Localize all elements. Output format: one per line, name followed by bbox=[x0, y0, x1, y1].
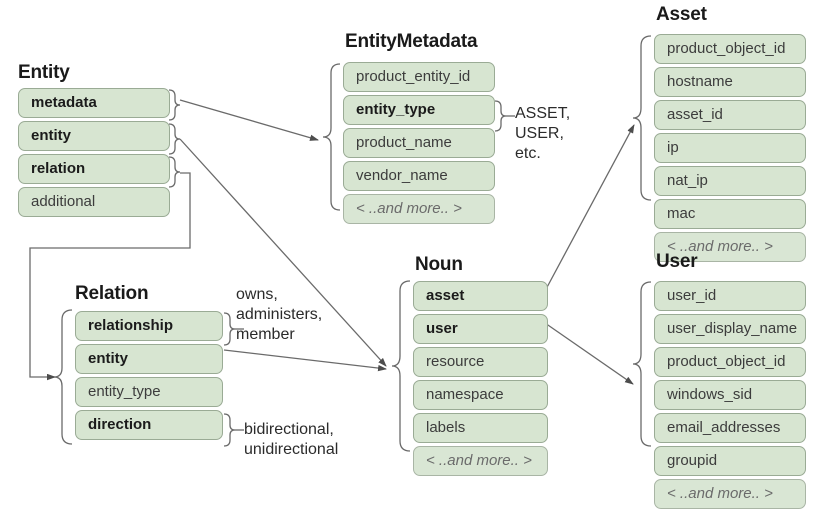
bracket-entity-type-values bbox=[494, 100, 507, 132]
field-asset-asset-id[interactable]: asset_id bbox=[654, 100, 806, 130]
annotation-relationship-line-2: administers, bbox=[236, 306, 323, 323]
row-list-entity-metadata: product_entity_id entity_type product_na… bbox=[343, 62, 495, 227]
bracket-entity-relation bbox=[168, 156, 181, 188]
annotation-entity-type-values: ASSET, USER, etc. bbox=[515, 104, 570, 164]
bracket-entity-metadata bbox=[168, 89, 181, 121]
field-relation-relationship[interactable]: relationship bbox=[75, 311, 223, 341]
group-title-noun: Noun bbox=[415, 254, 463, 275]
field-entity-entity[interactable]: entity bbox=[18, 121, 170, 151]
field-noun-labels[interactable]: labels bbox=[413, 413, 548, 443]
row-list-relation: relationship entity entity_type directio… bbox=[75, 311, 223, 443]
annotation-relationship-line-3: member bbox=[236, 326, 295, 343]
field-entity-additional[interactable]: additional bbox=[18, 187, 170, 217]
row-list-asset: product_object_id hostname asset_id ip n… bbox=[654, 34, 806, 265]
field-asset-and-more[interactable]: < ..and more.. > bbox=[654, 232, 806, 262]
annotation-entity-type-line-3: etc. bbox=[515, 145, 541, 162]
group-title-entity-metadata: EntityMetadata bbox=[345, 31, 478, 52]
row-list-entity: metadata entity relation additional bbox=[18, 88, 170, 220]
group-title-relation: Relation bbox=[75, 283, 149, 304]
field-entity-relation[interactable]: relation bbox=[18, 154, 170, 184]
annotation-direction-values: bidirectional, unidirectional bbox=[244, 420, 338, 460]
field-entitymetadata-entity-type[interactable]: entity_type bbox=[343, 95, 495, 125]
field-user-product-object-id[interactable]: product_object_id bbox=[654, 347, 806, 377]
field-user-and-more[interactable]: < ..and more.. > bbox=[654, 479, 806, 509]
annotation-relationship-values: owns, administers, member bbox=[236, 285, 322, 345]
field-asset-nat-ip[interactable]: nat_ip bbox=[654, 166, 806, 196]
field-user-user-display-name[interactable]: user_display_name bbox=[654, 314, 806, 344]
group-title-asset: Asset bbox=[656, 4, 707, 25]
annotation-direction-line-2: unidirectional bbox=[244, 441, 339, 458]
annotation-entity-type-line-2: USER, bbox=[515, 125, 564, 142]
link-relation-entity-to-noun bbox=[223, 349, 387, 372]
field-entitymetadata-vendor-name[interactable]: vendor_name bbox=[343, 161, 495, 191]
field-noun-asset[interactable]: asset bbox=[413, 281, 548, 311]
field-asset-mac[interactable]: mac bbox=[654, 199, 806, 229]
field-asset-ip[interactable]: ip bbox=[654, 133, 806, 163]
field-user-groupid[interactable]: groupid bbox=[654, 446, 806, 476]
link-metadata-to-entitymetadata bbox=[179, 99, 319, 141]
field-user-user-id[interactable]: user_id bbox=[654, 281, 806, 311]
field-user-windows-sid[interactable]: windows_sid bbox=[654, 380, 806, 410]
brace-relation-left bbox=[53, 309, 73, 445]
annotation-relationship-line-1: owns, bbox=[236, 286, 278, 303]
group-title-entity: Entity bbox=[18, 62, 70, 83]
bracket-entity-entity bbox=[168, 123, 181, 155]
annotation-direction-line-1: bidirectional, bbox=[244, 421, 334, 438]
field-entitymetadata-product-name[interactable]: product_name bbox=[343, 128, 495, 158]
brace-entitymetadata-left bbox=[322, 63, 341, 211]
field-noun-resource[interactable]: resource bbox=[413, 347, 548, 377]
field-entity-metadata[interactable]: metadata bbox=[18, 88, 170, 118]
brace-user-left bbox=[632, 281, 652, 447]
bracket-direction-values bbox=[223, 413, 236, 447]
brace-noun-left bbox=[391, 280, 411, 452]
field-entitymetadata-and-more[interactable]: < ..and more.. > bbox=[343, 194, 495, 224]
field-asset-product-object-id[interactable]: product_object_id bbox=[654, 34, 806, 64]
field-relation-entity-type[interactable]: entity_type bbox=[75, 377, 223, 407]
field-noun-namespace[interactable]: namespace bbox=[413, 380, 548, 410]
field-user-email-addresses[interactable]: email_addresses bbox=[654, 413, 806, 443]
field-asset-hostname[interactable]: hostname bbox=[654, 67, 806, 97]
brace-asset-left bbox=[632, 35, 652, 201]
field-relation-entity[interactable]: entity bbox=[75, 344, 223, 374]
bracket-relationship-values bbox=[223, 312, 236, 346]
row-list-user: user_id user_display_name product_object… bbox=[654, 281, 806, 512]
annotation-entity-type-line-1: ASSET, bbox=[515, 105, 571, 122]
field-noun-and-more[interactable]: < ..and more.. > bbox=[413, 446, 548, 476]
group-title-user: User bbox=[656, 251, 698, 272]
link-noun-user-to-user bbox=[544, 322, 634, 385]
row-list-noun: asset user resource namespace labels < .… bbox=[413, 281, 548, 479]
field-noun-user[interactable]: user bbox=[413, 314, 548, 344]
field-relation-direction[interactable]: direction bbox=[75, 410, 223, 440]
field-entitymetadata-product-entity-id[interactable]: product_entity_id bbox=[343, 62, 495, 92]
